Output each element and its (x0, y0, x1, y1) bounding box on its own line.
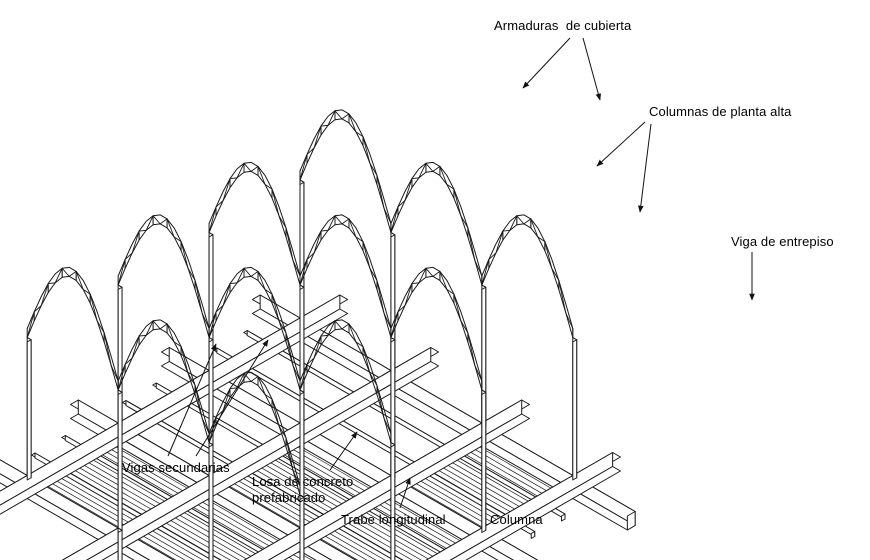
label-viga-de-entrepiso: Viga de entrepiso (731, 234, 834, 249)
geometry-group (0, 109, 636, 560)
label-losa-de-concreto-prefabricado: Losa de concreto prefabricado (252, 474, 354, 505)
leader-lines-group (167, 37, 755, 509)
label-columnas-de-planta-alta: Columnas de planta alta (649, 104, 792, 119)
label-columna: Columna (490, 512, 543, 527)
label-vigas-secundarias: Vigas secundarias (122, 460, 230, 475)
label-armaduras-de-cubierta: Armaduras de cubierta (494, 18, 632, 33)
label-trabe-longitudinal: Trabe longitudinal (341, 512, 446, 527)
